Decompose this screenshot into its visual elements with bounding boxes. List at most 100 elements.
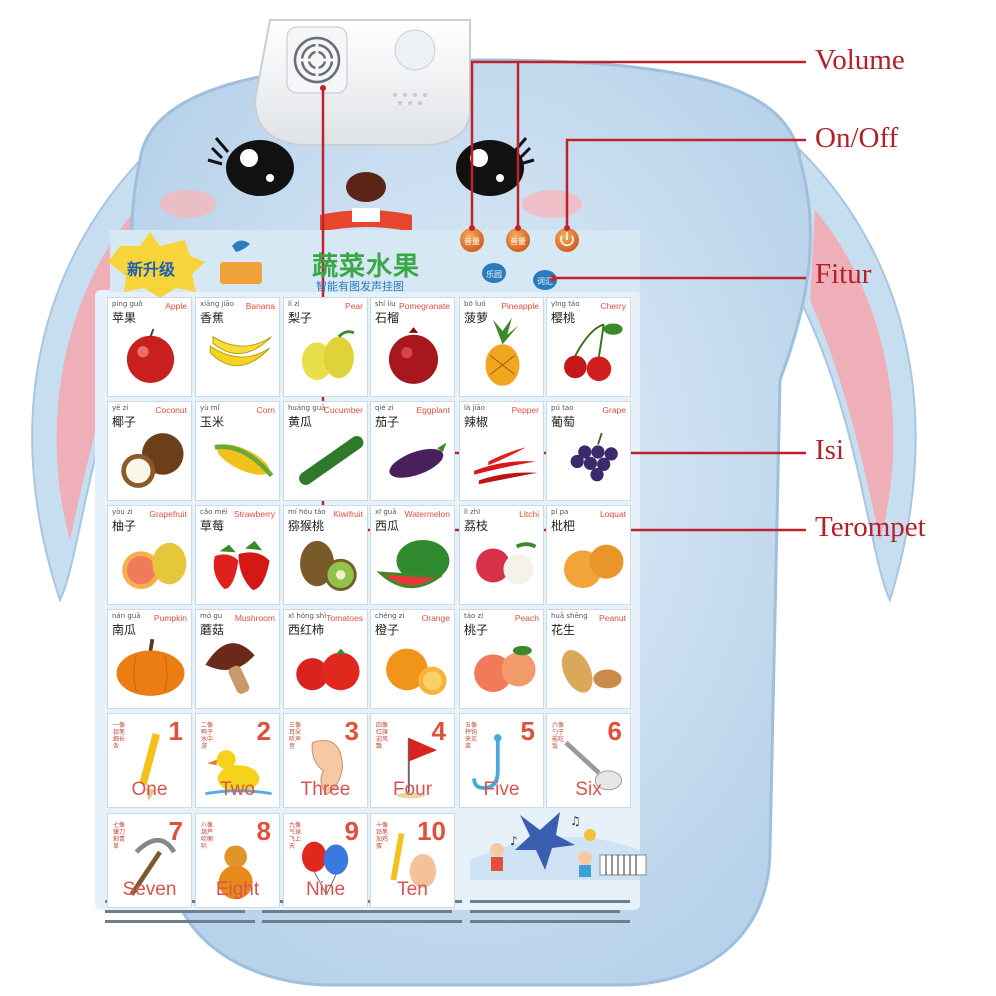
english-name: Pear	[345, 301, 363, 311]
chinese-name: 南瓜	[112, 623, 137, 637]
grape-icon	[570, 432, 618, 482]
chinese-name: 橙子	[375, 623, 400, 637]
english-name: Corn	[256, 405, 275, 415]
number-hint: 一像铅笔细长条	[113, 722, 126, 750]
number-word: Eight	[215, 879, 260, 900]
callout-fitur: Fitur	[815, 258, 872, 290]
volume-up-label: 音量	[510, 237, 526, 246]
pinyin: bō luó	[464, 300, 486, 308]
nose	[346, 172, 386, 202]
callout-onoff: On/Off	[815, 122, 899, 154]
chinese-name: 苹果	[112, 311, 137, 325]
chinese-name: 黄瓜	[288, 415, 313, 429]
pencil-icon	[139, 733, 161, 802]
pinyin: xī hóng shì	[288, 612, 327, 620]
english-name: Eggplant	[416, 405, 450, 415]
english-name: Grape	[602, 405, 626, 415]
pinyin: nán guā	[112, 612, 141, 620]
hook-icon	[472, 734, 502, 790]
number-digit: 8	[256, 816, 271, 846]
upgrade-badge-text: 新升级	[127, 260, 176, 279]
number-digit: 9	[344, 816, 359, 846]
english-name: Watermelon	[404, 509, 450, 519]
number-word: Five	[483, 779, 520, 800]
english-name: Cherry	[600, 301, 626, 311]
chinese-name: 樱桃	[551, 311, 576, 325]
poster-subtitle: 智能有图发声挂图	[316, 280, 404, 293]
chinese-name: 菠萝	[464, 311, 489, 325]
pinyin: lí zi	[288, 300, 300, 308]
pear-icon	[301, 330, 355, 381]
pinyin: mí hóu táo	[288, 508, 326, 516]
watermelon-icon	[376, 539, 450, 589]
svg-text:♫: ♫	[570, 814, 581, 828]
brand-logo	[220, 240, 262, 284]
volume-down-label: 音量	[464, 237, 480, 246]
english-name: Loquat	[600, 509, 626, 519]
pinyin: pí pa	[551, 508, 569, 516]
right-ear-inner	[810, 210, 894, 540]
pinyin: píng guǒ	[112, 300, 143, 308]
litchi-icon	[476, 542, 537, 585]
svg-text:♪: ♪	[510, 834, 518, 848]
chinese-name: 荔枝	[464, 519, 489, 533]
number-hint: 五像秤钩来买菜	[465, 722, 478, 750]
volume-down-button	[460, 228, 484, 252]
poster-title: 蔬菜水果	[312, 252, 421, 282]
chinese-name: 葡萄	[551, 415, 576, 429]
chinese-name: 蘑菇	[200, 623, 225, 637]
chinese-name: 桃子	[464, 623, 489, 637]
pinyin: pú tao	[551, 404, 574, 412]
number-hint: 二像鸭子水中游	[201, 722, 214, 750]
vocab-cell[interactable]: pú tao 葡萄 Grape	[546, 401, 631, 501]
pepper-icon	[474, 447, 538, 485]
ear-icon	[311, 740, 344, 796]
pinyin: cǎo méi	[200, 508, 228, 516]
pinyin: yòu zi	[112, 508, 133, 516]
number-word: Six	[575, 779, 602, 800]
banana-icon	[209, 335, 272, 367]
apple-icon	[126, 328, 175, 383]
number-word: Three	[300, 779, 351, 800]
english-name: Strawberry	[233, 509, 275, 519]
spoon-icon	[564, 740, 623, 791]
callout-isi: Isi	[815, 434, 844, 466]
kiwi-icon	[300, 540, 357, 591]
english-name: Pepper	[511, 405, 539, 415]
number-word: Seven	[122, 879, 177, 900]
callout-terompet: Terompet	[815, 511, 926, 543]
